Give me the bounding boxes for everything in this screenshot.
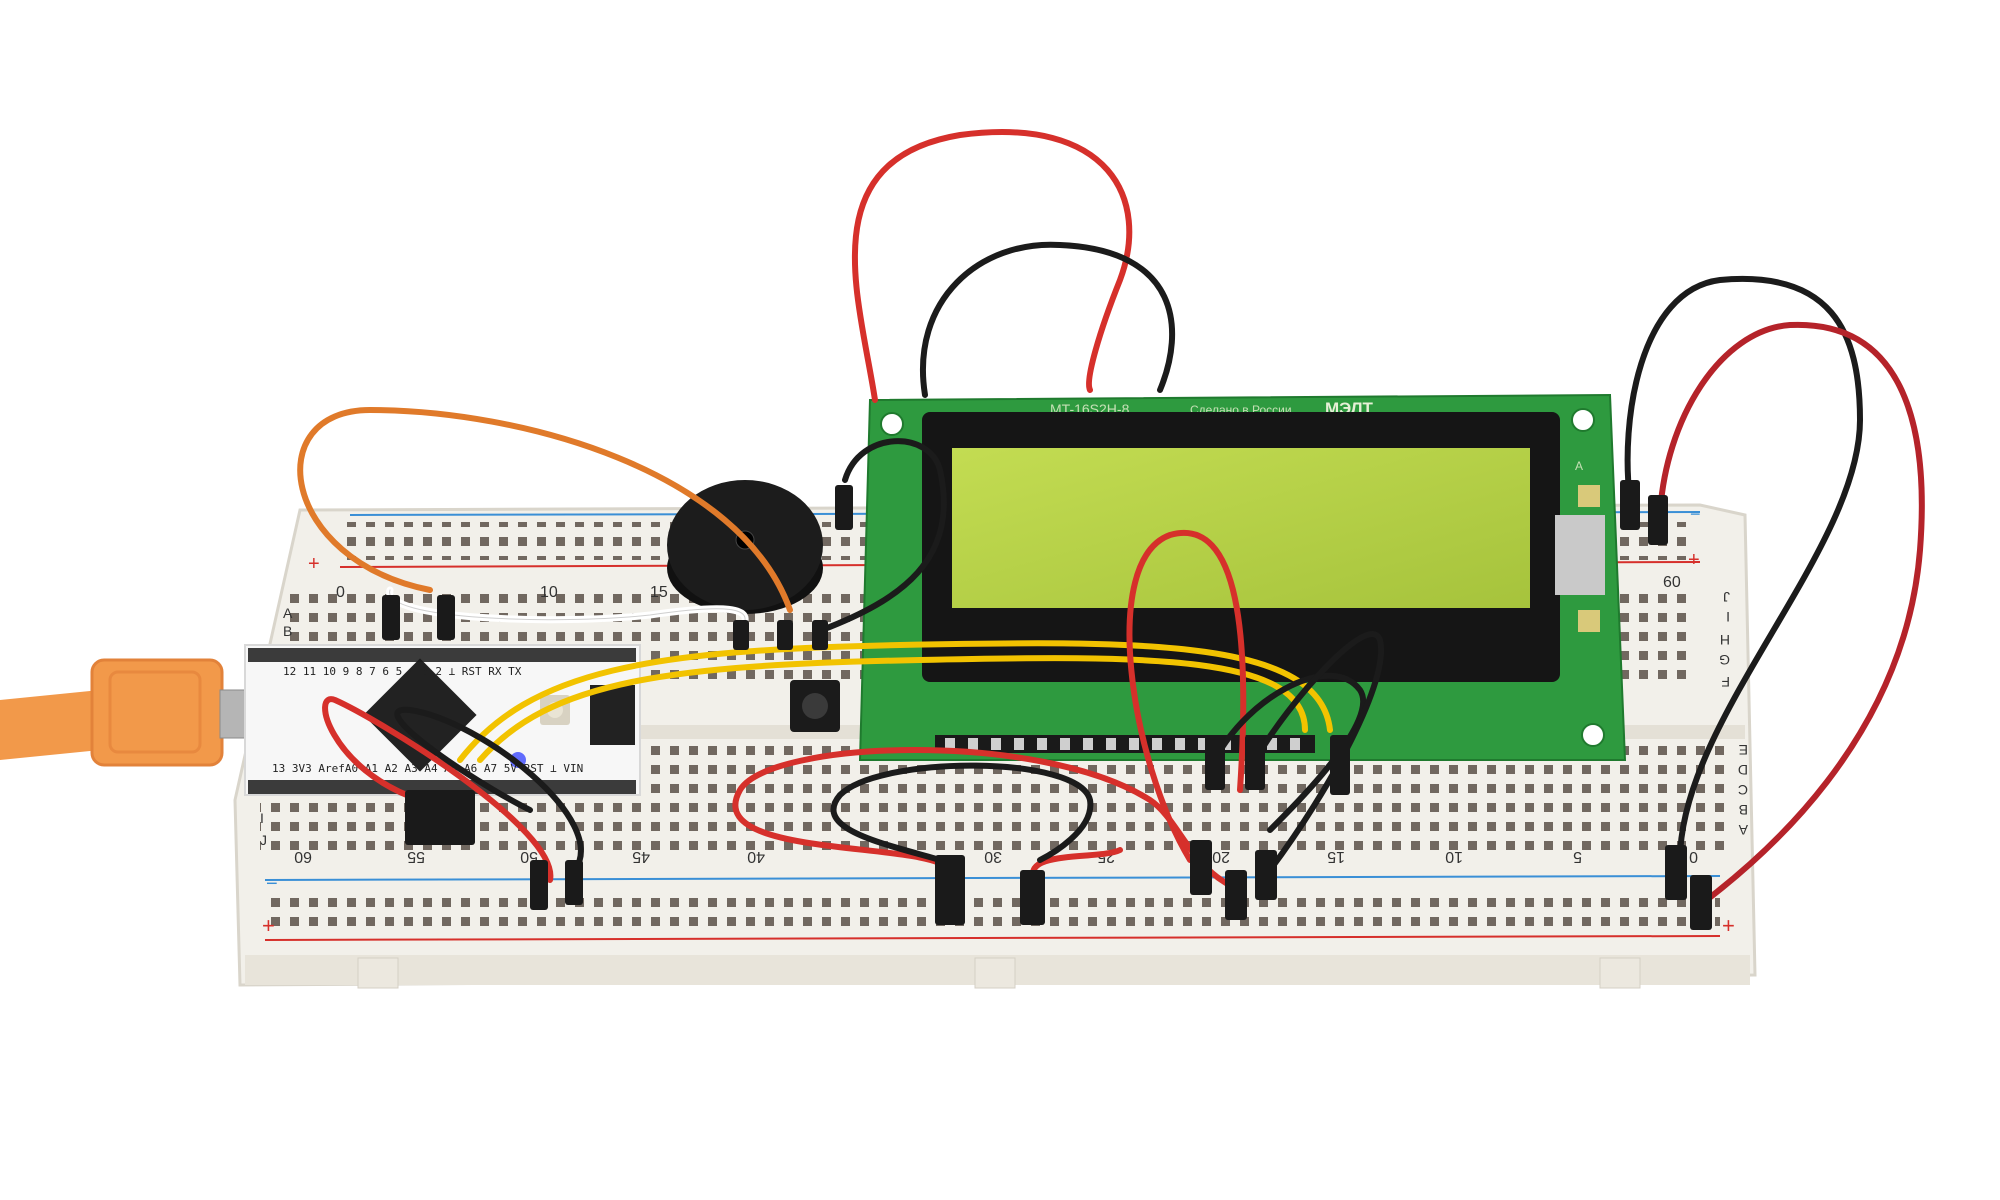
wire-plug xyxy=(777,620,793,650)
column-number-0-top: 0 xyxy=(336,584,345,601)
top-pin-labels: 12 11 10 9 8 7 6 5 4 3 2 ⊥ RST RX TX xyxy=(283,665,522,678)
yellow-wire xyxy=(457,640,1333,763)
column-number-60-bottom: 60 xyxy=(294,848,312,865)
row-letter-b-right: B xyxy=(1739,802,1748,818)
column-number-5-bottom: 5 xyxy=(1573,848,1582,865)
wire-plug xyxy=(1245,735,1265,790)
wire-plug xyxy=(530,860,548,910)
black-wire xyxy=(1207,672,1366,833)
black-wire xyxy=(1252,631,1385,873)
wire-plug xyxy=(1648,495,1668,545)
wire-plug xyxy=(405,790,475,845)
rail-plus-label-bottom: + xyxy=(262,913,275,938)
rail-minus-label-bottom: − xyxy=(266,873,278,895)
row-letter-d-right: D xyxy=(1738,762,1748,778)
column-number-40-bottom: 40 xyxy=(747,848,765,865)
rail-plus-label-top: + xyxy=(308,553,320,575)
wire-plug xyxy=(1190,840,1212,895)
row-letter-e-right: E xyxy=(1739,742,1748,758)
wire-plug xyxy=(935,855,965,925)
wire-plug xyxy=(1330,735,1350,795)
wire-plug xyxy=(1620,480,1640,530)
wire-plug xyxy=(437,595,455,640)
solder-pad xyxy=(1578,610,1600,632)
wire-plug xyxy=(835,485,853,530)
row-letter-f-right: F xyxy=(1721,674,1730,690)
row-letter-j-left: J xyxy=(260,832,267,848)
icsp-header xyxy=(590,685,635,745)
column-number-15-top: 15 xyxy=(650,584,668,601)
row-letter-h-right: H xyxy=(1720,632,1730,648)
wire-plug xyxy=(382,595,400,640)
row-letter-b: B xyxy=(283,623,292,639)
row-letter-i-right: I xyxy=(1726,609,1730,625)
row-letter-c-right: C xyxy=(1738,782,1748,798)
black-wire xyxy=(920,241,1176,398)
rail-plus-label-bottom-right: + xyxy=(1722,913,1735,938)
red-wire xyxy=(1126,530,1247,863)
rail-minus-label-top-right: − xyxy=(1690,504,1701,524)
row-letter-j-right: J xyxy=(1723,589,1730,605)
wire-plug xyxy=(1665,845,1687,900)
wire-plug xyxy=(1205,735,1225,790)
black-wire xyxy=(819,438,947,633)
black-wire xyxy=(394,706,584,873)
red-wire xyxy=(322,696,554,883)
backlight-contact xyxy=(1555,515,1605,595)
wire-plug xyxy=(1020,870,1045,925)
column-number-60-top: 60 xyxy=(1663,574,1681,591)
wire-plug xyxy=(1255,850,1277,900)
black-wire xyxy=(1624,275,1864,863)
wire-plug xyxy=(733,620,749,650)
column-number-45-bottom: 45 xyxy=(632,848,650,865)
white-wire-outline xyxy=(389,589,746,631)
mounting-hole xyxy=(1581,723,1605,747)
red-wire xyxy=(851,129,1133,403)
piezo-buzzer xyxy=(667,480,823,614)
column-number-0-bottom: 0 xyxy=(1689,848,1698,865)
wire-plugs xyxy=(382,480,1712,930)
wire-plug xyxy=(1225,870,1247,920)
column-number-10-bottom: 10 xyxy=(1445,848,1463,865)
wire-plug xyxy=(1690,875,1712,930)
jumper-wires xyxy=(297,129,1925,908)
usb-cable xyxy=(0,658,281,767)
row-letter-g-right: G xyxy=(1719,652,1730,668)
wire-plug xyxy=(812,620,828,650)
column-number-55-bottom: 55 xyxy=(407,848,425,865)
row-letter-a: A xyxy=(283,605,293,621)
column-number-15-bottom: 15 xyxy=(1327,848,1345,865)
mounting-hole xyxy=(880,412,904,436)
red-wire xyxy=(732,747,1243,893)
orange-wire xyxy=(297,406,793,613)
tactile-button xyxy=(790,680,840,732)
bottom-pin-labels: 13 3V3 ArefA0 A1 A2 A3 A4 A5 A6 A7 5V RS… xyxy=(272,762,583,775)
column-number-30-bottom: 30 xyxy=(984,848,1002,865)
lcd-screen xyxy=(952,448,1530,608)
yellow-wire xyxy=(477,655,1308,763)
column-number-10-top: 10 xyxy=(540,584,558,601)
red-wire xyxy=(1657,321,1925,908)
mounting-hole xyxy=(1571,408,1595,432)
rail-plus-label-top-right: + xyxy=(1688,549,1700,571)
solder-pad xyxy=(1578,485,1600,507)
lcd-pad-label: A xyxy=(1575,459,1583,473)
row-letter-i-left: I xyxy=(260,810,264,826)
lcd-module: MT-16S2H-8 Сделано в России МЭЛТ A xyxy=(858,393,1627,761)
black-wire xyxy=(830,762,1094,863)
wire-plug xyxy=(565,860,583,905)
row-letter-a-right: A xyxy=(1738,822,1748,838)
column-number-20-bottom: 20 xyxy=(1212,848,1230,865)
